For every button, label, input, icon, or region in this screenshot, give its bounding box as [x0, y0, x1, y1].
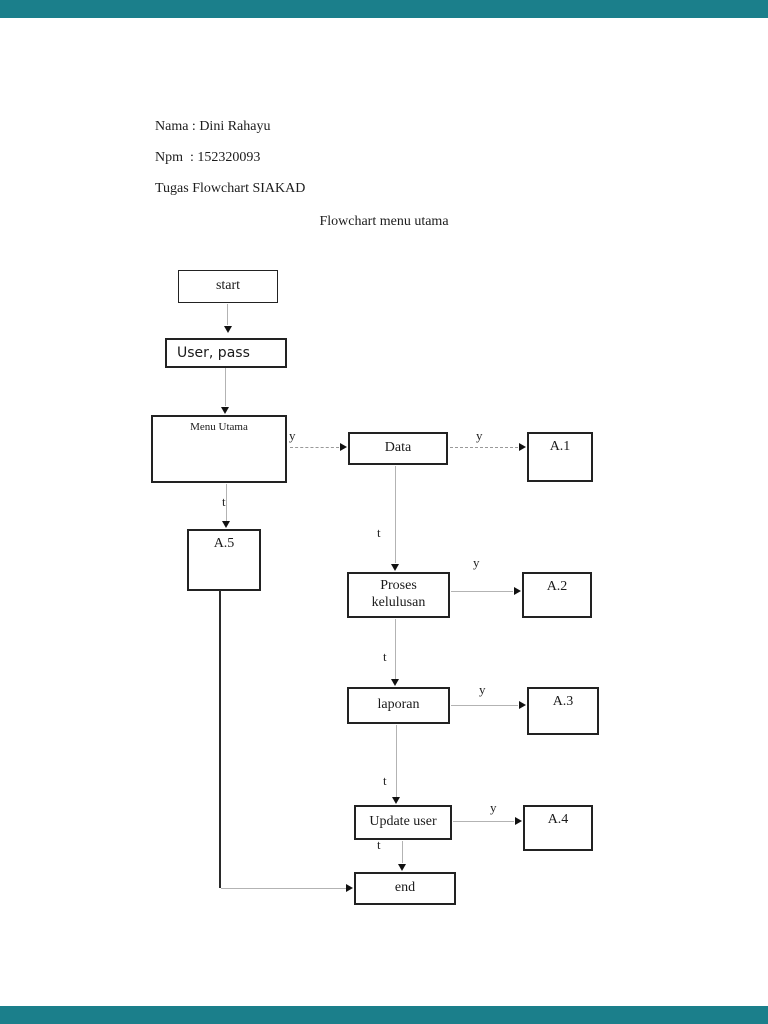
arrowhead-right-icon — [515, 817, 522, 825]
node-update-user: Update user — [354, 805, 452, 840]
node-start: start — [178, 270, 278, 303]
node-user-pass: User, pass — [165, 338, 287, 368]
connector-laporan-update — [396, 725, 397, 797]
node-user-pass-label: User, pass — [177, 344, 250, 361]
node-a4-label: A.4 — [547, 812, 569, 827]
node-proses-kelulusan-label: Proses kelulusan — [372, 578, 426, 612]
node-a1-label: A.1 — [549, 439, 571, 454]
arrowhead-down-icon — [392, 797, 400, 804]
arrowhead-down-icon — [391, 679, 399, 686]
node-a1: A.1 — [527, 432, 593, 482]
node-data: Data — [348, 432, 448, 465]
arrowhead-down-icon — [222, 521, 230, 528]
connector-menu-a5 — [226, 484, 227, 521]
branch-label-y-proses-a2: y — [473, 555, 480, 570]
node-a2-label: A.2 — [546, 579, 568, 594]
arrowhead-down-icon — [398, 864, 406, 871]
node-a3: A.3 — [527, 687, 599, 735]
node-menu-utama: Menu Utama — [151, 415, 287, 483]
node-a3-label: A.3 — [552, 694, 574, 709]
diagram-title: Flowchart menu utama — [319, 214, 449, 229]
connector-a5-end-vertical — [219, 590, 221, 888]
connector-start-userpass — [227, 304, 228, 325]
arrowhead-right-icon — [514, 587, 521, 595]
node-laporan: laporan — [347, 687, 450, 724]
node-data-label: Data — [384, 440, 412, 456]
connector-menu-data — [290, 447, 339, 448]
connector-update-a4 — [453, 821, 514, 822]
node-end: end — [354, 872, 456, 905]
arrowhead-right-icon — [346, 884, 353, 892]
node-a2: A.2 — [522, 572, 592, 618]
branch-label-y-update-a4: y — [490, 800, 497, 815]
arrowhead-down-icon — [221, 407, 229, 414]
arrowhead-down-icon — [391, 564, 399, 571]
arrowhead-right-icon — [519, 443, 526, 451]
node-proses-kelulusan: Proses kelulusan — [347, 572, 450, 618]
arrowhead-right-icon — [519, 701, 526, 709]
node-laporan-label: laporan — [377, 697, 420, 713]
viewer-chrome-top-bar — [0, 0, 768, 18]
node-a5: A.5 — [187, 529, 261, 591]
branch-label-t-laporan-update: t — [383, 773, 387, 788]
branch-label-y-menu-data: y — [289, 428, 296, 443]
branch-label-t-update-end: t — [377, 837, 381, 852]
branch-label-t-menu-a5: t — [222, 494, 226, 509]
branch-label-y-laporan-a3: y — [479, 682, 486, 697]
viewer-chrome-bottom-bar — [0, 1006, 768, 1024]
node-a5-label: A.5 — [213, 536, 235, 551]
meta-line-nama: Nama : Dini Rahayu — [155, 119, 271, 134]
connector-data-proses — [395, 466, 396, 563]
connector-userpass-menu — [225, 368, 226, 406]
connector-proses-a2 — [451, 591, 513, 592]
connector-a5-end-horizontal — [221, 888, 346, 889]
meta-line-tugas: Tugas Flowchart SIAKAD — [155, 181, 306, 196]
meta-line-npm: Npm : 152320093 — [155, 150, 261, 165]
node-update-user-label: Update user — [369, 814, 437, 830]
node-menu-utama-label: Menu Utama — [190, 421, 248, 433]
proses-line1: Proses — [380, 578, 417, 594]
node-end-label: end — [394, 880, 416, 896]
branch-label-t-proses-laporan: t — [383, 649, 387, 664]
connector-update-end — [402, 841, 403, 863]
arrowhead-right-icon — [340, 443, 347, 451]
arrowhead-down-icon — [224, 326, 232, 333]
node-start-label: start — [215, 278, 241, 294]
branch-label-t-data-proses: t — [377, 525, 381, 540]
connector-laporan-a3 — [451, 705, 518, 706]
branch-label-y-data-a1: y — [476, 428, 483, 443]
connector-data-a1 — [450, 447, 518, 448]
proses-line2: kelulusan — [371, 595, 426, 610]
node-a4: A.4 — [523, 805, 593, 851]
connector-proses-laporan — [395, 619, 396, 679]
